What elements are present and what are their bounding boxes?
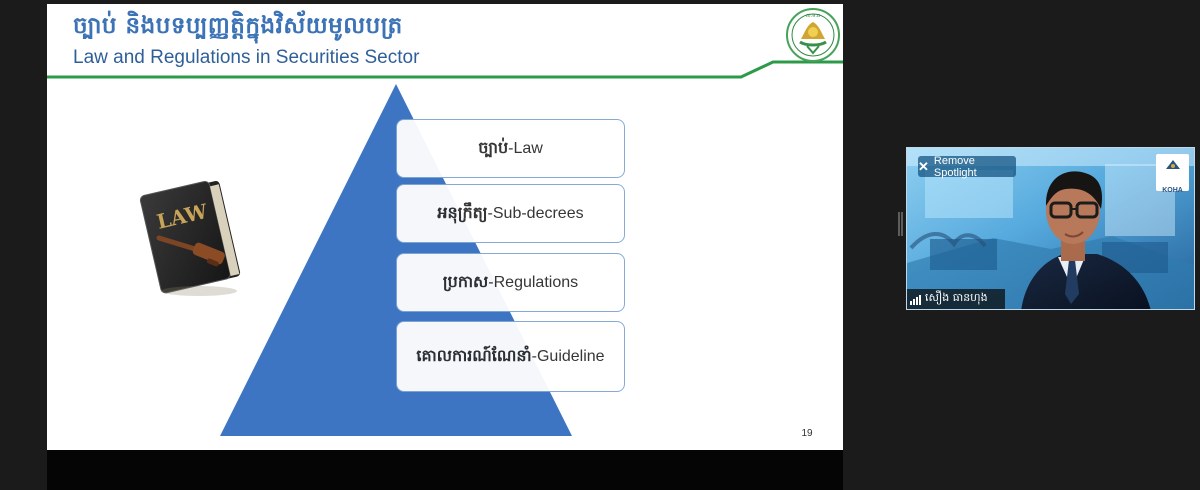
level-khmer-label: គោលការណ៍ណែនាំ — [416, 345, 532, 365]
participant-name-bar: សឿង ធានហុង — [907, 289, 1005, 309]
pyramid-level-regulations: ប្រកាស-Regulations — [396, 253, 625, 312]
office-background — [907, 148, 1194, 309]
participant-name: សឿង ធានហុង — [925, 291, 988, 304]
slide-page-number: 19 — [801, 428, 813, 439]
level-khmer-label: ច្បាប់ — [478, 137, 509, 157]
signal-strength-icon — [910, 294, 921, 305]
participant-video-tile[interactable]: ✕ Remove Spotlight KOHA សឿង ធានហុង — [906, 147, 1195, 310]
slide-bottom-bar — [47, 450, 843, 490]
level-khmer-label: ប្រកាស — [442, 271, 489, 291]
level-english-label: -Regulations — [488, 273, 579, 291]
level-khmer-label: អនុក្រឹត្យ — [437, 202, 488, 222]
slide-title-khmer: ច្បាប់ និងបទប្បញ្ញត្តិក្នុងវិស័យមូលបត្រ — [73, 13, 403, 39]
level-english-label: -Sub-decrees — [487, 204, 584, 222]
remove-spotlight-button[interactable]: ✕ Remove Spotlight — [918, 154, 1016, 179]
header-divider-line — [47, 60, 843, 79]
regulator-logo: ស.ម.គ — [786, 8, 840, 62]
organization-logo: KOHA — [1156, 154, 1189, 194]
shared-slide: ច្បាប់ និងបទប្បញ្ញត្តិក្នុងវិស័យមូលបត្រ … — [47, 4, 843, 450]
more-icon[interactable] — [898, 212, 903, 236]
svg-text:ស.ម.គ: ស.ម.គ — [806, 13, 820, 19]
logo-emblem — [1165, 160, 1180, 169]
level-english-label: -Guideline — [531, 347, 605, 365]
pyramid-level-guideline: គោលការណ៍ណែនាំ-Guideline — [396, 321, 625, 392]
close-icon: ✕ — [918, 159, 929, 174]
law-book-image: LAW — [139, 180, 241, 296]
pyramid-level-sub-decrees: អនុក្រឹត្យ-Sub-decrees — [396, 184, 625, 243]
level-english-label: -Law — [508, 139, 543, 157]
slide-title-english: Law and Regulations in Securities Sector — [73, 47, 420, 68]
logo-text: KOHA — [1162, 187, 1183, 194]
spotlight-label: Remove Spotlight — [933, 154, 977, 179]
pyramid-level-law: ច្បាប់-Law — [396, 119, 625, 178]
